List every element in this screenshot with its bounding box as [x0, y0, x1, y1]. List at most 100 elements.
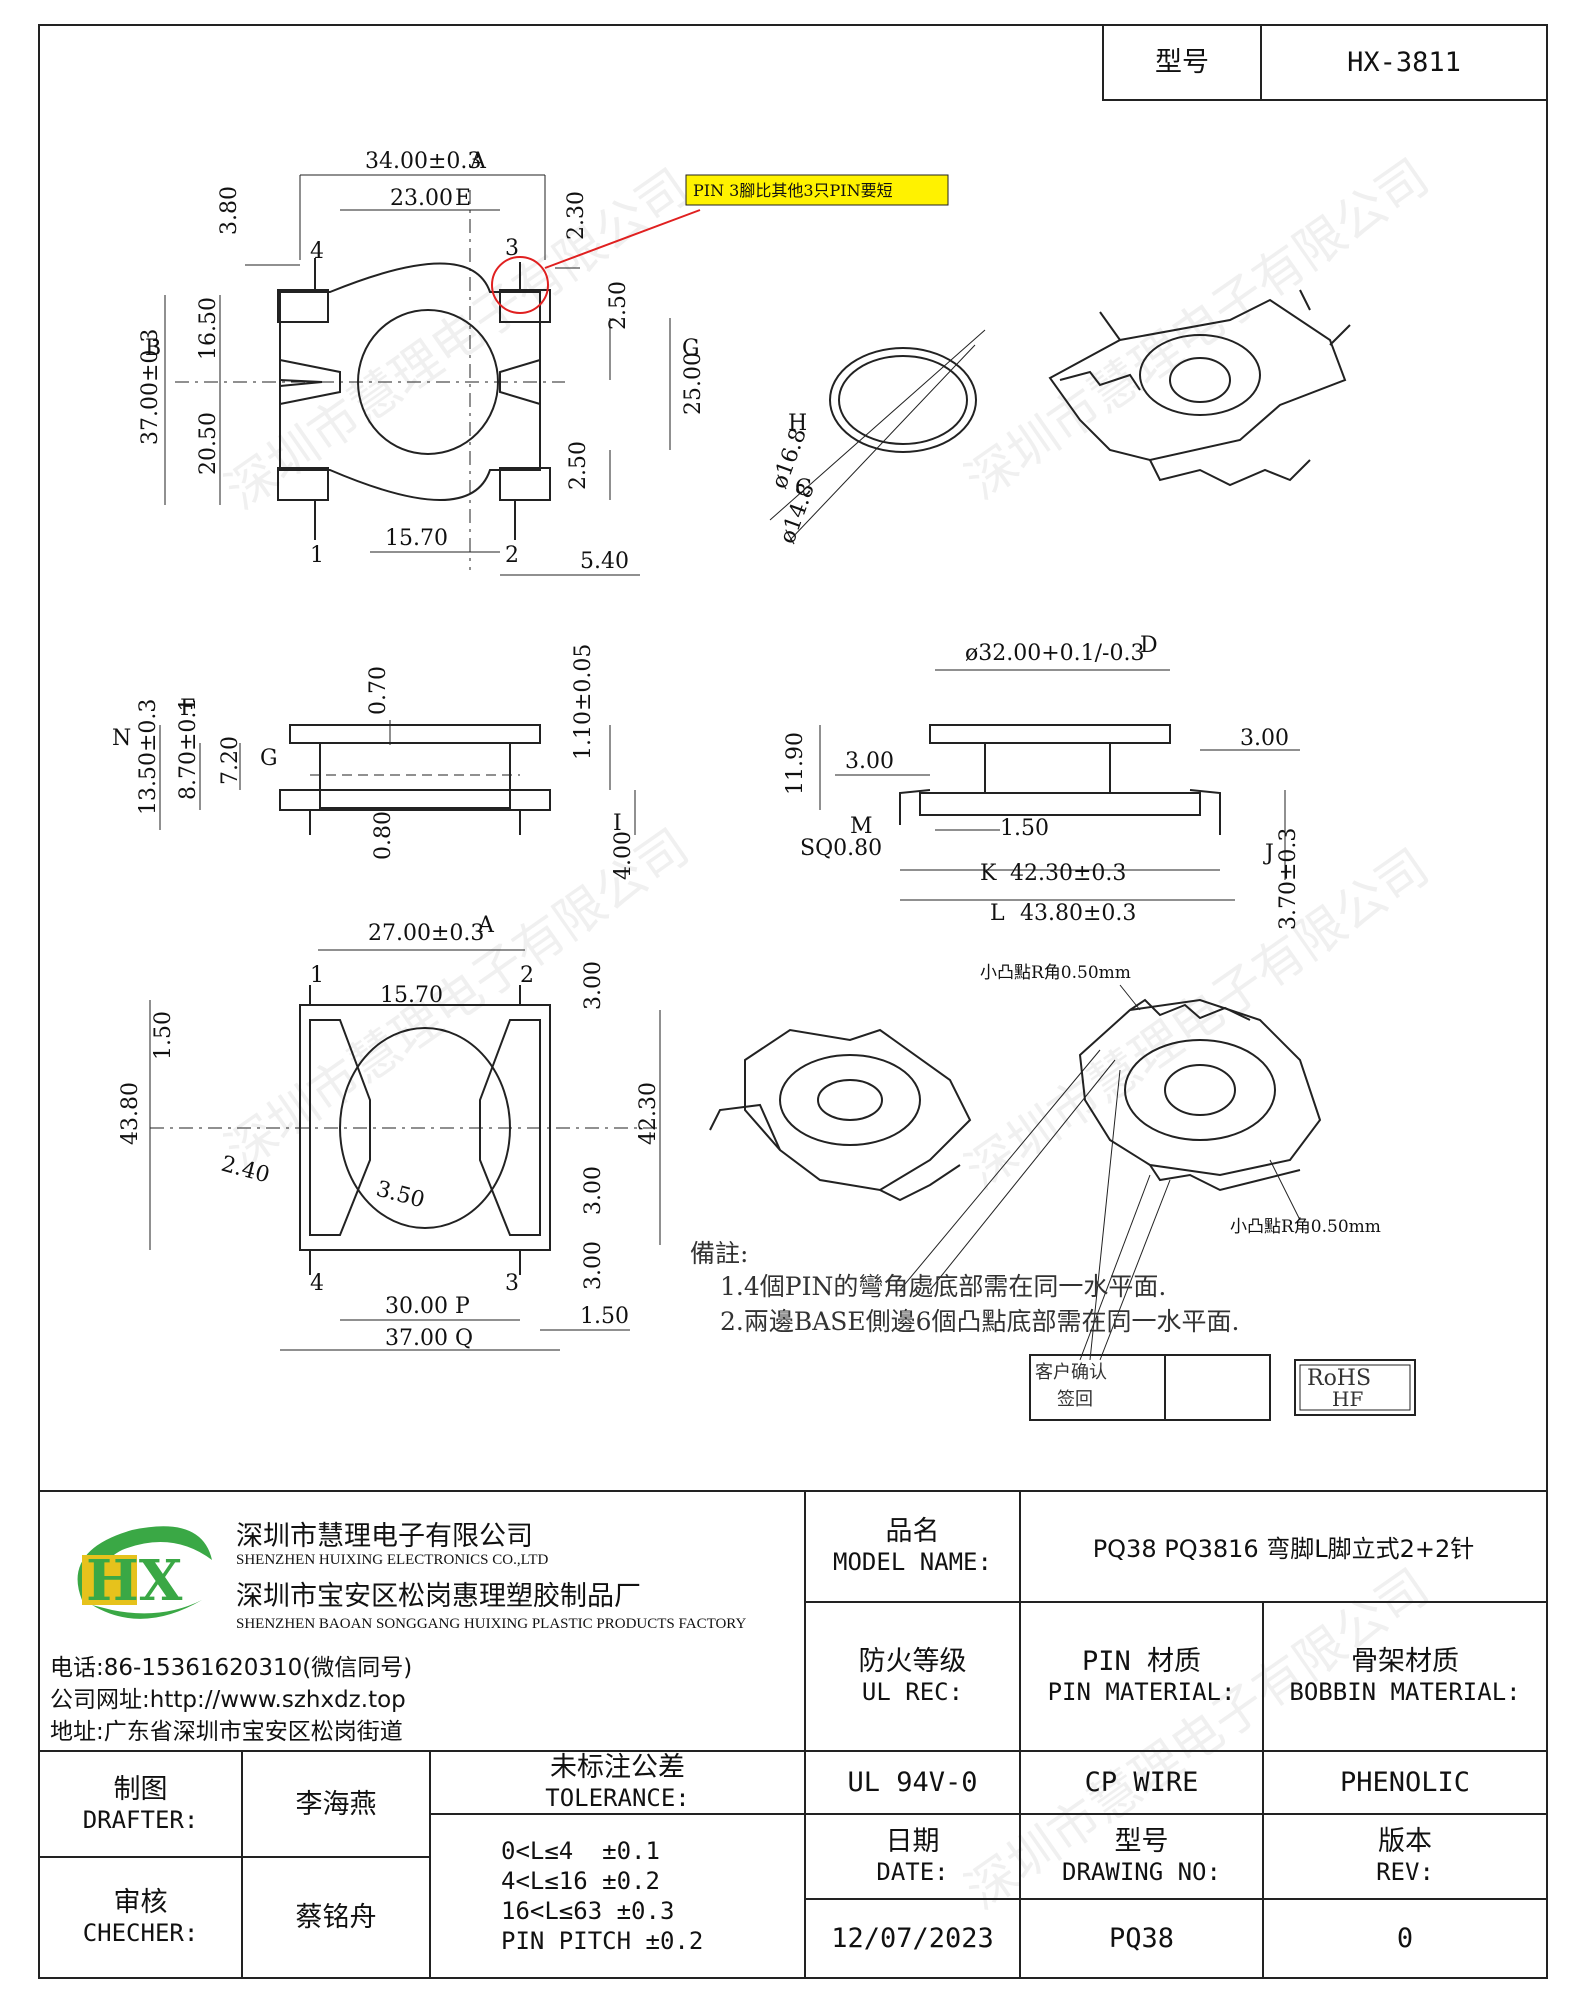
dim-label: 1.50 — [1000, 816, 1049, 841]
rev-label-cell: 版本 REV: — [1262, 1813, 1548, 1900]
dim-label: 42.30 — [636, 1082, 661, 1145]
dim-label: 2.30 — [564, 191, 589, 240]
dim-label: 5.40 — [580, 549, 629, 574]
dim-circle: D — [1140, 633, 1158, 658]
dim-label: 37.00 — [385, 1326, 448, 1351]
bobbin-label-cell: 骨架材质 BOBBIN MATERIAL: — [1262, 1601, 1548, 1752]
dim-label: 34.00±0.3 — [365, 149, 481, 174]
dim-label: 3.00 — [1240, 726, 1289, 751]
checker-label-cell: 审核 CHECHER: — [38, 1856, 243, 1979]
pin-en: PIN MATERIAL: — [1047, 1678, 1236, 1706]
tolerance-values-cell: 0<L≤4 ±0.1 4<L≤16 ±0.2 16<L≤63 ±0.3 PIN … — [429, 1813, 806, 1979]
bobbin-value: PHENOLIC — [1262, 1750, 1548, 1815]
dim-label: 2.50 — [566, 441, 591, 490]
confirm-line1: 客户确认 — [1035, 1362, 1107, 1383]
dim-circle: P — [455, 1294, 470, 1319]
company-phone: 电话:86-15361620310(微信同号) — [50, 1655, 413, 1681]
iso-view-bottom-left — [709, 1028, 972, 1202]
model-name-en: MODEL NAME: — [833, 1548, 992, 1576]
dim-label: 27.00±0.3 — [368, 921, 484, 946]
tolerance-line: 16<L≤63 ±0.3 — [501, 1897, 675, 1925]
dim-label: 37.00±0.3 — [138, 329, 163, 445]
dim-circle: C — [795, 476, 812, 501]
dim-circle: G — [682, 336, 700, 361]
dim-circle: G — [260, 746, 278, 771]
dim-label: 43.80 — [118, 1082, 143, 1145]
note-highlight — [685, 174, 949, 206]
pin-label-cell: PIN 材质 PIN MATERIAL: — [1019, 1601, 1264, 1752]
pin-number: 2 — [520, 963, 534, 988]
tolerance-label-cell: 未标注公差 TOLERANCE: — [429, 1750, 806, 1815]
model-name-label-cell: 品名 MODEL NAME: — [804, 1490, 1021, 1603]
company-website: 公司网址:http://www.szhxdz.top — [50, 1687, 406, 1713]
confirm-line2: 签回 — [1057, 1389, 1093, 1410]
dim-circle: H — [788, 411, 807, 436]
rev-en: REV: — [1376, 1858, 1434, 1886]
header-model-value: HX-3811 — [1260, 24, 1548, 101]
dim-label: 16.50 — [196, 297, 221, 360]
date-en: DATE: — [876, 1858, 949, 1886]
dim-label: 15.70 — [380, 983, 443, 1008]
tolerance-line: 0<L≤4 ±0.1 — [501, 1837, 660, 1865]
dim-label: ø32.00+0.1/-0.3 — [965, 641, 1144, 666]
pin-value: CP WIRE — [1019, 1750, 1264, 1815]
date-value: 12/07/2023 — [804, 1898, 1021, 1979]
iso-view-bottom-right — [899, 984, 1322, 1361]
hf-label: HF — [1332, 1387, 1363, 1411]
side-view — [819, 669, 1300, 901]
dim-label: 23.00 — [390, 186, 453, 211]
dim-label: 1.50 — [151, 1011, 176, 1060]
rev-cn: 版本 — [1378, 1826, 1432, 1857]
company-panel: HX 深圳市慧理电子有限公司 SHENZHEN HUIXING ELECTRON… — [38, 1490, 806, 1752]
dim-label: 3.00 — [845, 749, 894, 774]
dim-label: 1.50 — [580, 1304, 629, 1329]
dim-circle: I — [613, 811, 622, 836]
company-address: 地址:广东省深圳市宝安区松岗街道 — [50, 1719, 403, 1745]
company-name-cn: 深圳市慧理电子有限公司 — [236, 1521, 533, 1552]
pin-cn: PIN 材质 — [1081, 1646, 1202, 1677]
ul-cn: 防火等级 — [858, 1646, 967, 1677]
drafter-label-cell: 制图 DRAFTER: — [38, 1750, 243, 1858]
svg-text:HX: HX — [86, 1548, 183, 1614]
dim-label: 3.00 — [581, 961, 606, 1010]
company-logo: HX — [77, 1526, 212, 1619]
dim-label: 25.00 — [681, 352, 706, 415]
remarks-line2: 2.兩邊BASE側邊6個凸點底部需在同一水平面. — [720, 1307, 1240, 1336]
drafter-value: 李海燕 — [241, 1750, 431, 1858]
pin-number: 2 — [505, 543, 519, 568]
date-label-cell: 日期 DATE: — [804, 1813, 1021, 1900]
checker-value: 蔡铭舟 — [241, 1856, 431, 1979]
dim-label: 13.50±0.3 — [136, 699, 161, 815]
company-name-en: SHENZHEN HUIXING ELECTRONICS CO.,LTD — [236, 1552, 549, 1568]
dim-label: 20.50 — [196, 412, 221, 475]
dim-circle: B — [145, 336, 161, 361]
dim-circle: J — [1263, 841, 1274, 866]
checker-en: CHECHER: — [82, 1919, 199, 1947]
ul-en: UL REC: — [861, 1678, 964, 1706]
annotation-bump-top: 小凸點R角0.50mm — [980, 963, 1131, 983]
date-cn: 日期 — [885, 1826, 940, 1857]
dim-label: 3.80 — [217, 186, 242, 235]
dim-circle: K — [980, 861, 997, 886]
dim-circle: A — [469, 149, 487, 174]
rohs-label: RoHS — [1307, 1366, 1371, 1391]
dim-label: 42.30±0.3 — [1010, 861, 1126, 886]
dim-label: 43.80±0.3 — [1020, 901, 1136, 926]
dim-label: 3.00 — [581, 1241, 606, 1290]
bottom-view — [149, 949, 661, 1351]
dim-circle: M — [850, 814, 873, 839]
dim-label: 7.20 — [218, 736, 243, 785]
remarks-title: 備註: — [690, 1239, 748, 1268]
ul-value: UL 94V-0 — [804, 1750, 1021, 1815]
factory-name-cn: 深圳市宝安区松岗惠理塑胶制品厂 — [236, 1581, 641, 1612]
top-view — [164, 174, 701, 576]
dim-label: 0.70 — [366, 666, 391, 715]
tolerance-en: TOLERANCE: — [545, 1784, 690, 1812]
tolerance-line: 4<L≤16 ±0.2 — [501, 1867, 660, 1895]
dim-circle: A — [477, 913, 495, 938]
dim-circle: N — [112, 726, 131, 751]
dim-label: 15.70 — [385, 526, 448, 551]
pin-number: 4 — [310, 239, 324, 264]
remarks-line1: 1.4個PIN的彎角處底部需在同一水平面. — [720, 1272, 1166, 1301]
dim-circle: E — [455, 186, 471, 211]
